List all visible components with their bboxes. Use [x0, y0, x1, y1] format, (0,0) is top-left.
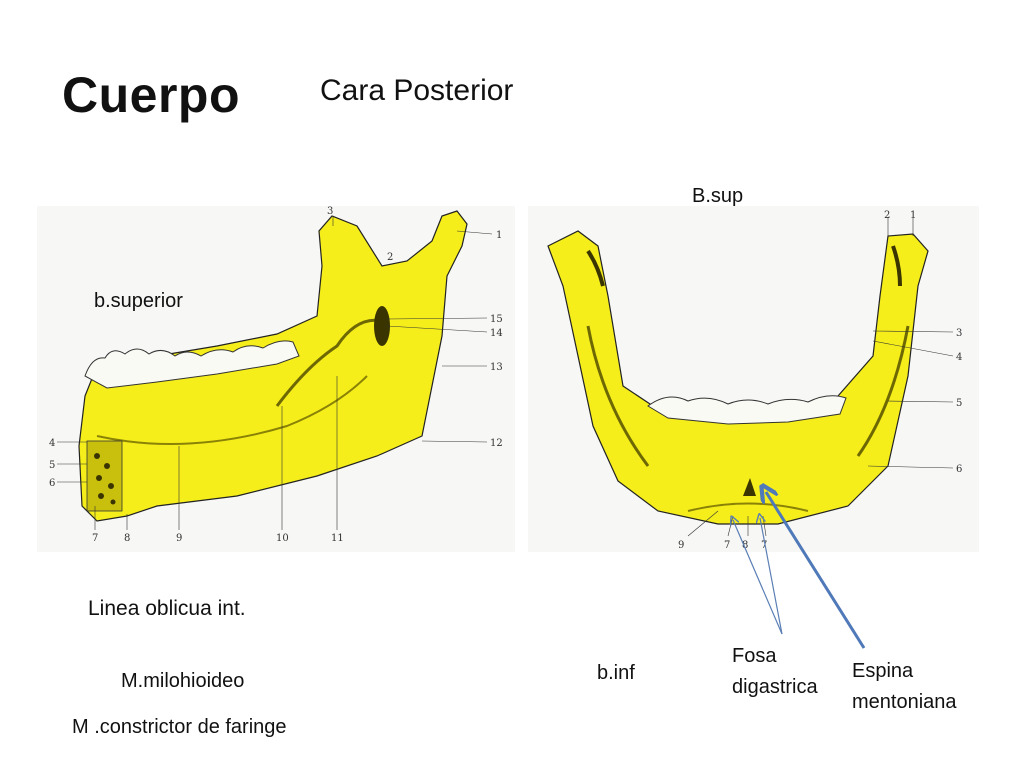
label-espina-line2: mentoniana — [852, 691, 957, 714]
label-espina-line1: Espina — [852, 660, 913, 683]
label-milohioideo: M.milohioideo — [121, 670, 244, 693]
label-b-inf: b.inf — [597, 662, 635, 685]
label-fosa-line1: Fosa — [732, 645, 776, 668]
fosa-arrow-1 — [733, 520, 782, 634]
label-fosa-line2: digastrica — [732, 676, 818, 699]
label-b-superior: b.superior — [94, 290, 183, 313]
label-linea-oblicua: Linea oblicua int. — [88, 597, 246, 621]
fosa-arrow-2 — [760, 518, 782, 634]
label-b-sup: B.sup — [692, 185, 743, 208]
label-constrictor: M .constrictor de faringe — [72, 716, 287, 739]
